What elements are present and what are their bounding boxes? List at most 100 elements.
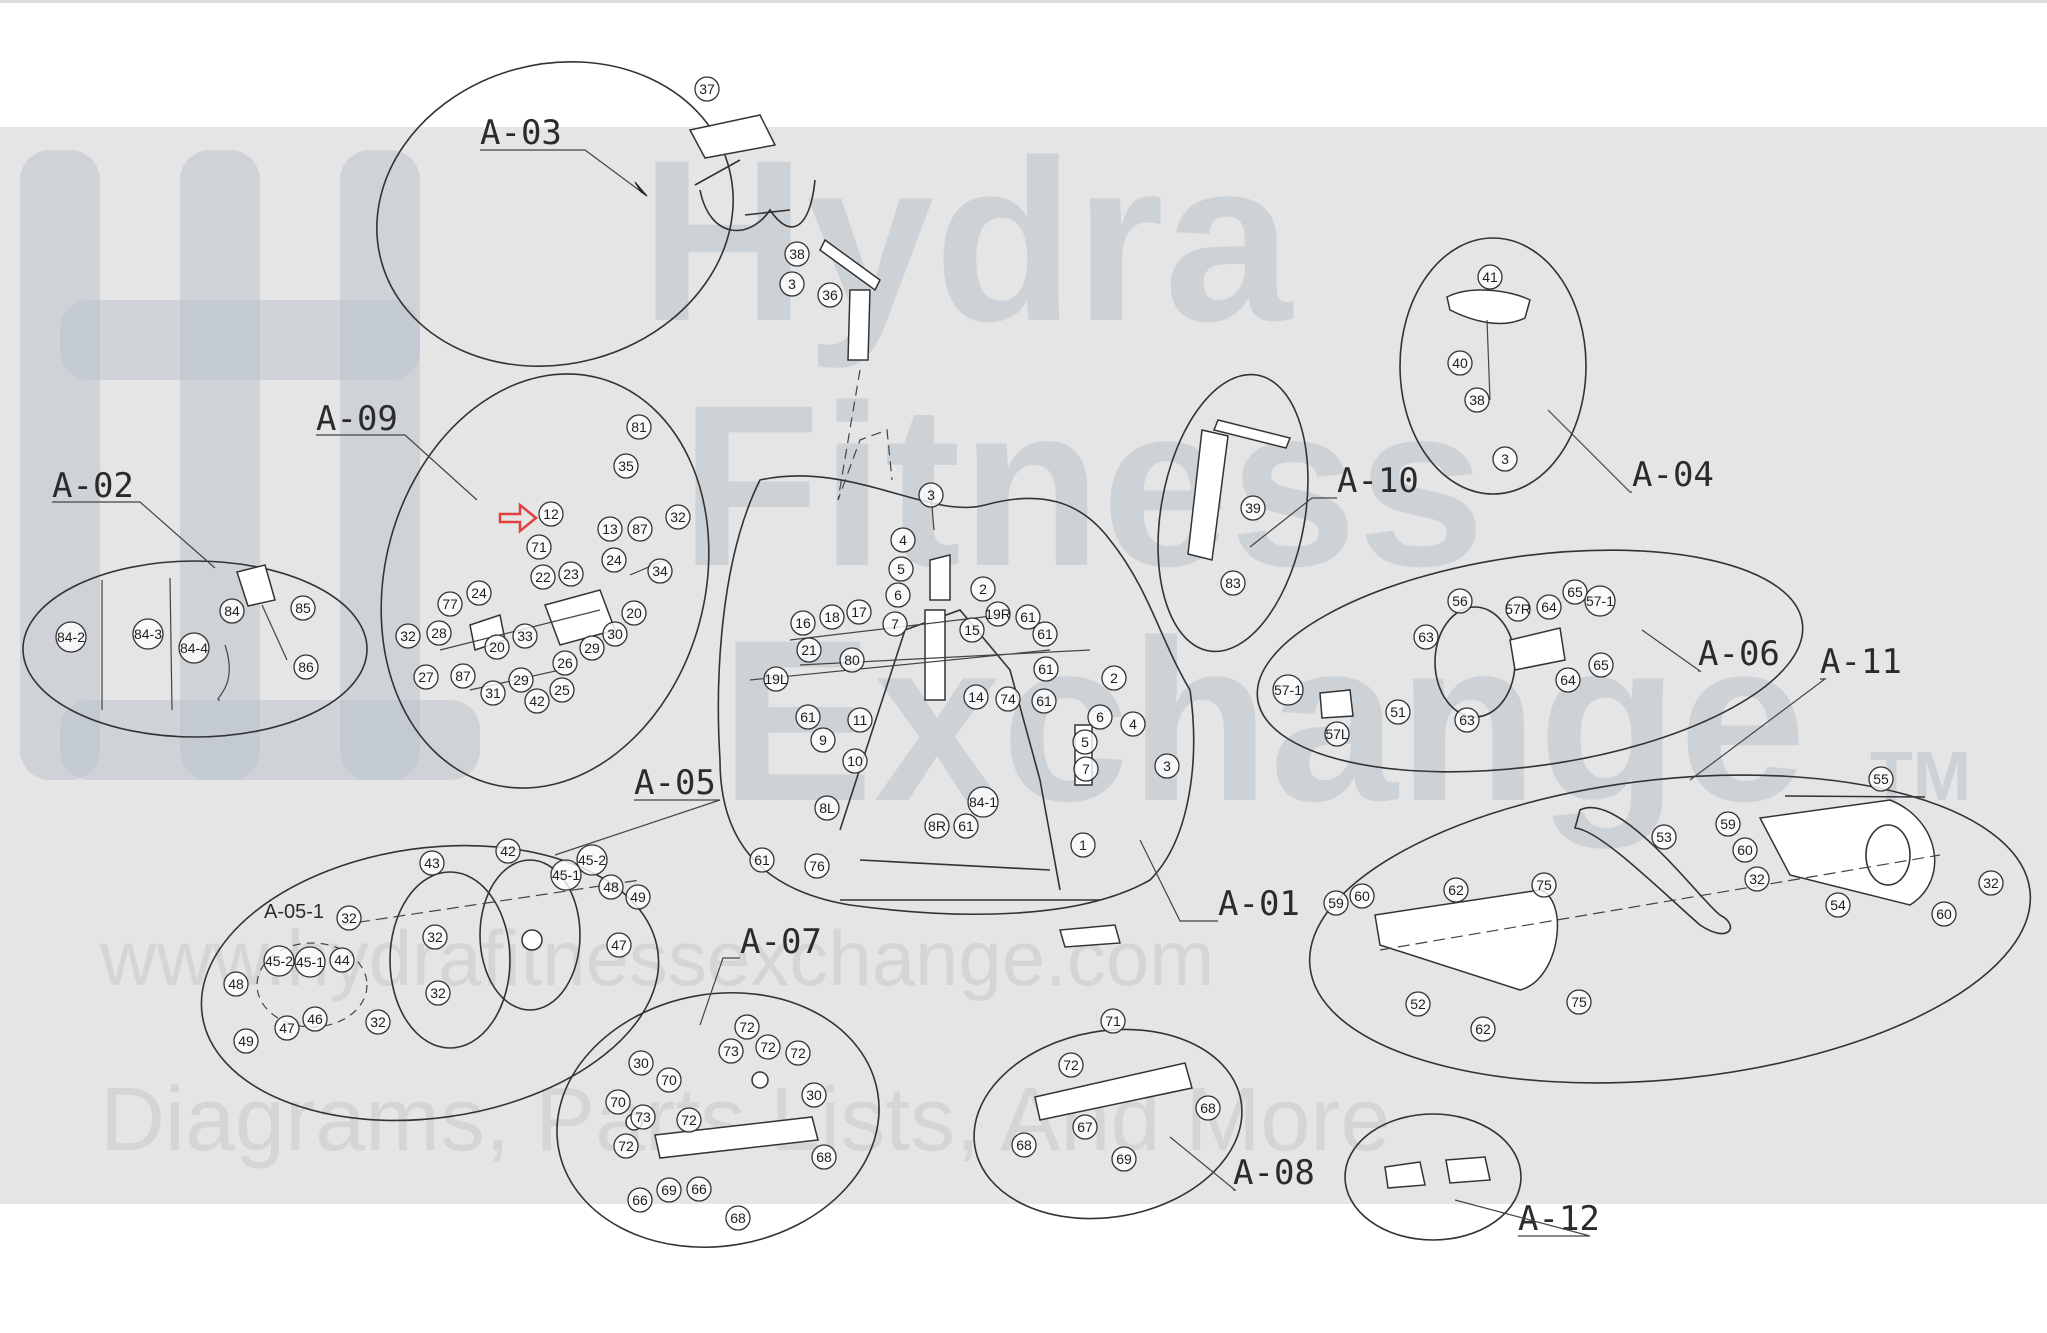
- part-number-a06-3[interactable]: 65: [1567, 584, 1583, 600]
- part-number-a11-4[interactable]: 32: [1749, 871, 1765, 887]
- part-number-a02-1[interactable]: 84-3: [134, 626, 162, 642]
- part-number-a09-8[interactable]: 34: [652, 563, 668, 579]
- part-number-a01-19[interactable]: 14: [968, 689, 984, 705]
- part-number-a09-11[interactable]: 77: [442, 596, 458, 612]
- part-number-a01-6[interactable]: 15: [964, 622, 980, 638]
- part-number-a11-11[interactable]: 75: [1536, 877, 1552, 893]
- part-number-a11-12[interactable]: 52: [1410, 996, 1426, 1012]
- part-number-a11-14[interactable]: 62: [1475, 1021, 1491, 1037]
- part-number-a04-3[interactable]: 3: [1501, 451, 1509, 467]
- part-number-a08-1[interactable]: 72: [1063, 1057, 1079, 1073]
- part-number-a06-5[interactable]: 63: [1418, 629, 1434, 645]
- part-number-a05-15[interactable]: 49: [238, 1033, 254, 1049]
- part-number-a11-5[interactable]: 32: [1983, 875, 1999, 891]
- part-number-a06-9[interactable]: 57L: [1325, 726, 1349, 742]
- part-number-a06-11[interactable]: 63: [1459, 712, 1475, 728]
- part-number-a07-3[interactable]: 73: [723, 1043, 739, 1059]
- part-number-a01-33[interactable]: 61: [958, 818, 974, 834]
- part-number-a01-5[interactable]: 7: [891, 616, 899, 632]
- part-number-a05-14[interactable]: 48: [228, 976, 244, 992]
- part-number-a01-10[interactable]: 16: [795, 615, 811, 631]
- part-number-a07-9[interactable]: 72: [681, 1112, 697, 1128]
- part-number-a07-2[interactable]: 70: [661, 1072, 677, 1088]
- part-number-a09-15[interactable]: 28: [431, 625, 447, 641]
- part-number-a05-8[interactable]: 32: [427, 929, 443, 945]
- part-number-a09-24[interactable]: 29: [513, 672, 529, 688]
- part-number-a09-10[interactable]: 23: [563, 566, 579, 582]
- part-number-a01-34[interactable]: 61: [754, 852, 770, 868]
- part-number-a01-22[interactable]: 2: [1110, 670, 1118, 686]
- part-number-a05-12[interactable]: 45-1: [296, 954, 324, 970]
- part-number-a03-2[interactable]: 3: [788, 276, 796, 292]
- part-number-a01-13[interactable]: 21: [801, 642, 817, 658]
- part-number-a09-6[interactable]: 71: [531, 539, 547, 555]
- part-number-a09-12[interactable]: 24: [471, 585, 487, 601]
- part-number-a07-8[interactable]: 73: [635, 1109, 651, 1125]
- part-number-a08-4[interactable]: 68: [1016, 1137, 1032, 1153]
- part-number-a11-6[interactable]: 54: [1830, 897, 1846, 913]
- part-number-a08-2[interactable]: 68: [1200, 1100, 1216, 1116]
- part-number-a09-22[interactable]: 26: [557, 655, 573, 671]
- part-number-a04-1[interactable]: 40: [1452, 355, 1468, 371]
- part-number-a01-14[interactable]: 80: [844, 652, 860, 668]
- part-number-a07-11[interactable]: 66: [691, 1181, 707, 1197]
- part-number-a02-0[interactable]: 84-2: [57, 629, 85, 645]
- part-number-a06-8[interactable]: 57-1: [1274, 682, 1302, 698]
- part-number-a01-0[interactable]: 3: [927, 487, 935, 503]
- part-number-a07-0[interactable]: 72: [739, 1019, 755, 1035]
- part-number-a09-26[interactable]: 25: [554, 682, 570, 698]
- part-number-a09-4[interactable]: 12: [543, 506, 559, 522]
- part-number-a03-1[interactable]: 38: [789, 246, 805, 262]
- part-number-a01-36[interactable]: 1: [1079, 837, 1087, 853]
- part-number-a05-7[interactable]: 32: [341, 910, 357, 926]
- part-number-a01-26[interactable]: 4: [1129, 716, 1137, 732]
- part-number-a09-0[interactable]: 81: [631, 419, 647, 435]
- part-number-a01-32[interactable]: 8R: [928, 818, 946, 834]
- part-number-a09-25[interactable]: 42: [529, 693, 545, 709]
- part-number-a11-1[interactable]: 53: [1656, 829, 1672, 845]
- part-number-a05-1[interactable]: 42: [500, 843, 516, 859]
- part-number-a07-6[interactable]: 30: [806, 1087, 822, 1103]
- part-number-a09-13[interactable]: 20: [626, 605, 642, 621]
- part-number-a11-0[interactable]: 55: [1873, 771, 1889, 787]
- part-number-a01-2[interactable]: 5: [897, 561, 905, 577]
- part-number-a05-5[interactable]: 49: [630, 889, 646, 905]
- part-number-a07-10[interactable]: 72: [618, 1138, 634, 1154]
- part-number-a09-9[interactable]: 22: [535, 569, 551, 585]
- part-number-a07-13[interactable]: 66: [632, 1192, 648, 1208]
- part-number-a09-19[interactable]: 30: [607, 626, 623, 642]
- part-number-a01-20[interactable]: 74: [1000, 691, 1016, 707]
- part-number-a11-7[interactable]: 60: [1936, 906, 1952, 922]
- part-number-a06-2[interactable]: 64: [1541, 599, 1557, 615]
- part-number-a05-17[interactable]: 46: [307, 1011, 323, 1027]
- part-number-a09-18[interactable]: 29: [584, 640, 600, 656]
- part-number-a02-2[interactable]: 84-4: [180, 640, 208, 656]
- part-number-a01-27[interactable]: 5: [1081, 734, 1089, 750]
- part-number-a01-18[interactable]: 11: [853, 712, 868, 728]
- part-number-a03-3[interactable]: 36: [822, 287, 838, 303]
- part-number-a07-1[interactable]: 30: [633, 1055, 649, 1071]
- part-number-a05-11[interactable]: 44: [334, 952, 350, 968]
- part-number-a01-1[interactable]: 4: [899, 532, 907, 548]
- part-number-a01-9[interactable]: 61: [1037, 626, 1053, 642]
- part-number-a01-28[interactable]: 7: [1082, 761, 1090, 777]
- part-number-a01-35[interactable]: 76: [809, 858, 825, 874]
- part-number-a03-0[interactable]: 37: [699, 81, 715, 97]
- part-number-a01-17[interactable]: 61: [800, 709, 816, 725]
- part-number-a05-16[interactable]: 47: [279, 1020, 295, 1036]
- part-number-a07-15[interactable]: 69: [661, 1182, 677, 1198]
- part-number-a09-20[interactable]: 27: [418, 669, 434, 685]
- part-number-a11-13[interactable]: 75: [1571, 994, 1587, 1010]
- part-number-a06-10[interactable]: 51: [1390, 704, 1406, 720]
- part-number-a01-25[interactable]: 6: [1096, 709, 1104, 725]
- part-number-a06-0[interactable]: 56: [1452, 593, 1468, 609]
- part-number-a09-21[interactable]: 87: [455, 668, 471, 684]
- part-number-a07-14[interactable]: 68: [730, 1210, 746, 1226]
- part-number-a01-31[interactable]: 84-1: [969, 794, 997, 810]
- part-number-a01-30[interactable]: 8L: [819, 800, 835, 816]
- part-number-a02-3[interactable]: 84: [224, 603, 240, 619]
- part-number-a01-29[interactable]: 3: [1163, 758, 1171, 774]
- part-number-a09-16[interactable]: 20: [489, 639, 505, 655]
- part-number-a08-5[interactable]: 69: [1116, 1151, 1132, 1167]
- part-number-a09-2[interactable]: 32: [670, 509, 686, 525]
